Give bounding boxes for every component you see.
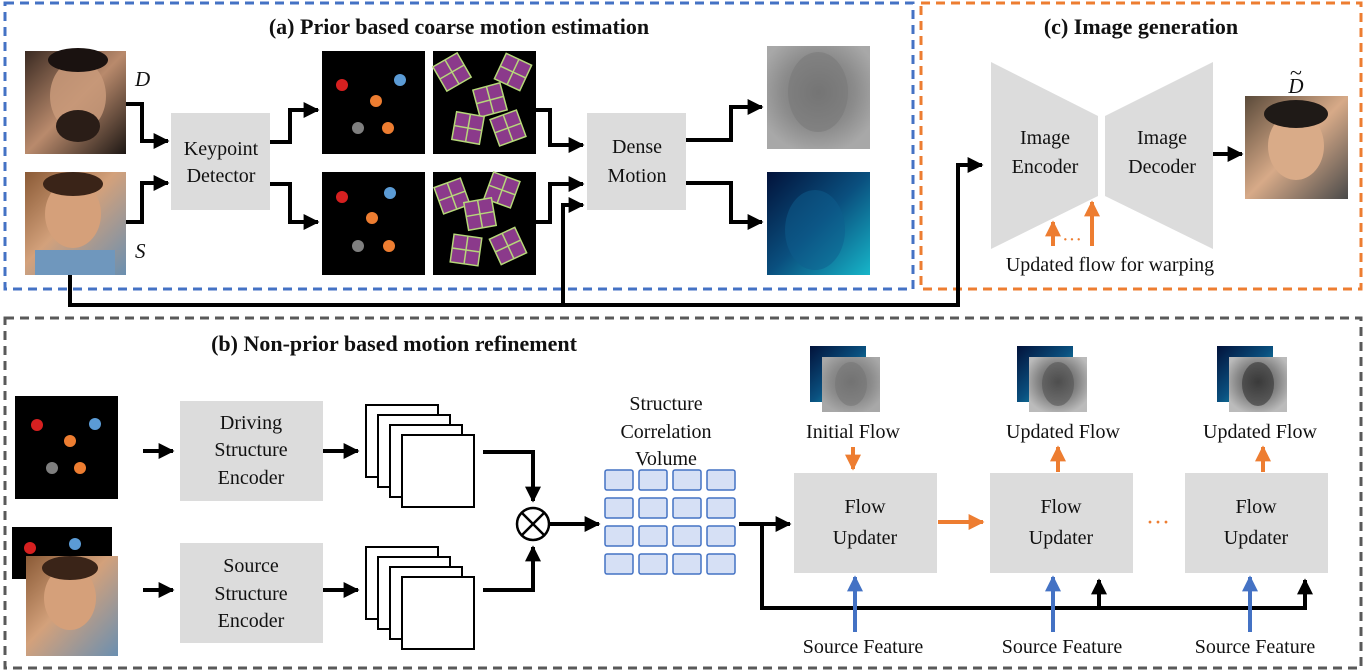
driving-feature-stack (365, 404, 475, 508)
source-structure-encoder-block: Source Structure Encoder (180, 543, 323, 643)
driving-symbol: D (134, 67, 150, 91)
updated-flow-thumbnail-1 (1017, 346, 1087, 412)
flow-updater-2-line1: Flow (1040, 496, 1082, 518)
driving-encoder-line3: Encoder (218, 467, 285, 489)
image-decoder-block: Image Decoder (1105, 62, 1213, 249)
keypoint-map-source (322, 172, 425, 275)
flow-updater-3: Flow Updater (1185, 473, 1328, 573)
initial-flow-thumbnail (810, 346, 880, 412)
correlation-operator (515, 506, 551, 542)
driving-encoder-line1: Driving (220, 412, 282, 434)
section-a-frame (3, 1, 915, 291)
flow-updater-3-line1: Flow (1235, 496, 1277, 518)
source-skip-to-dense (561, 197, 585, 305)
updated-flow-label-1: Updated Flow (1006, 421, 1120, 443)
arrow-detector-to-kp-bottom (270, 182, 320, 230)
flow-updater-2-line2: Updater (1029, 527, 1094, 549)
source-feature-stack (365, 546, 475, 650)
affine-patches-source (433, 171, 536, 275)
driving-encoder-line2: Structure (214, 439, 287, 461)
volume-feed-line (760, 524, 1313, 610)
correlation-volume-line3: Volume (635, 448, 697, 470)
keypoint-detector-block: Keypoint Detector (171, 113, 270, 210)
output-symbol: D (1287, 74, 1303, 98)
section-c-title: (c) Image generation (1044, 14, 1238, 39)
arrow-s-to-detector (126, 175, 170, 224)
correlation-volume-grid (604, 469, 736, 575)
affine-patches-driving (431, 51, 536, 154)
source-keypoints-and-face (12, 527, 118, 656)
flow-updater-1-line1: Flow (844, 496, 886, 518)
source-encoder-line1: Source (223, 555, 279, 577)
output-face-image (1245, 96, 1348, 199)
flow-updater-1-line2: Updater (833, 527, 898, 549)
arrow-driving-features-to-correlation (483, 450, 541, 503)
source-feature-label-1: Source Feature (803, 636, 924, 658)
driving-structure-encoder-block: Driving Structure Encoder (180, 401, 323, 501)
flow-updater-1: Flow Updater (794, 473, 937, 573)
updated-flow-thumbnail-2 (1217, 346, 1287, 412)
section-a-title: (a) Prior based coarse motion estimation (269, 14, 649, 39)
source-skip-line (68, 157, 984, 307)
driving-face-image (25, 48, 126, 154)
arrow-patches-top-to-dense (536, 108, 585, 153)
source-encoder-line2: Structure (214, 583, 287, 605)
arrow-source-features-to-correlation (483, 545, 541, 592)
source-feature-label-3: Source Feature (1195, 636, 1316, 658)
dense-motion-line2: Motion (608, 165, 667, 187)
image-encoder-line2: Encoder (1012, 156, 1079, 178)
output-tilde: ~ (1290, 60, 1302, 85)
keypoint-map-driving (322, 51, 425, 154)
keypoint-detector-line2: Detector (187, 165, 256, 187)
dense-motion-line1: Dense (612, 136, 662, 158)
flow-updater-3-line2: Updater (1224, 527, 1289, 549)
updater-ellipsis: ··· (1146, 510, 1170, 536)
image-decoder-line1: Image (1137, 127, 1187, 149)
correlation-volume-line1: Structure (629, 393, 702, 415)
image-encoder-line1: Image (1020, 127, 1070, 149)
correlation-volume-line2: Correlation (620, 421, 711, 443)
dense-motion-block: Dense Motion (587, 113, 686, 210)
driving-keypoint-map (15, 396, 118, 499)
initial-flow-label: Initial Flow (806, 421, 900, 443)
section-b-title: (b) Non-prior based motion refinement (211, 331, 578, 356)
source-face-image (25, 172, 126, 275)
section-b-frame (3, 316, 1363, 670)
arrow-dense-to-flow (686, 181, 764, 230)
source-encoder-line3: Encoder (218, 610, 285, 632)
source-symbol: S (135, 239, 146, 263)
occlusion-map-image (767, 46, 870, 149)
image-decoder-line2: Decoder (1128, 156, 1196, 178)
updated-flow-for-warping-label: Updated flow for warping (1006, 254, 1214, 276)
flow-updater-2: Flow Updater (990, 473, 1133, 573)
section-c-frame (919, 1, 1363, 291)
arrow-dense-to-occlusion (686, 99, 764, 142)
arrow-patches-bottom-to-dense (536, 176, 585, 224)
keypoint-detector-line1: Keypoint (184, 138, 259, 160)
arrow-d-to-detector (126, 102, 170, 149)
image-encoder-block: Image Encoder (991, 62, 1098, 249)
updated-flow-label-2: Updated Flow (1203, 421, 1317, 443)
source-feature-label-2: Source Feature (1002, 636, 1123, 658)
coarse-flow-image (767, 172, 870, 275)
arrow-detector-to-kp-top (270, 102, 320, 144)
warp-ellipsis: ··· (1062, 229, 1082, 251)
